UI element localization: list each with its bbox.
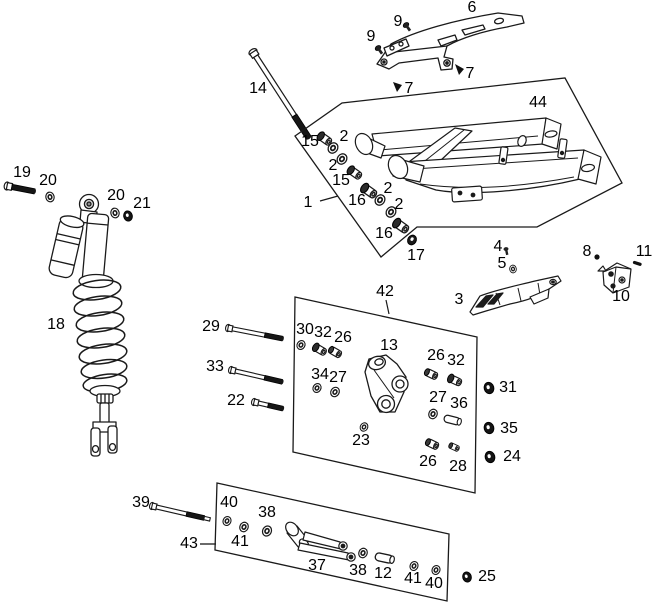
arrow-part-7-upper [455, 64, 464, 75]
leader-line-42 [385, 299, 390, 315]
bolt-part-33 [227, 365, 284, 385]
arrow-part-7-lower [393, 82, 402, 92]
washer-part-5 [508, 263, 518, 275]
link-box-43 [214, 482, 450, 602]
linkage-bracket-part-13 [364, 354, 409, 414]
screw-part-9-lower [374, 45, 384, 55]
washer-part-20b [109, 206, 121, 220]
screw-part-8 [594, 254, 600, 260]
chain-guard-part-6 [376, 12, 525, 71]
bolt-part-29 [224, 323, 284, 342]
pin-part-11 [632, 260, 642, 266]
nut-part-35 [482, 420, 496, 436]
bracket-part-10 [597, 262, 632, 294]
swingarm-part-1 [354, 117, 602, 203]
leader-line-1 [319, 195, 339, 202]
link-arm-part-37 [285, 521, 356, 562]
nut-part-31 [482, 380, 496, 396]
linkage-box-42 [292, 296, 478, 494]
bolt-part-22 [250, 397, 285, 412]
bolt-part-19 [3, 181, 36, 195]
nut-part-24 [483, 449, 497, 465]
nut-part-25 [461, 570, 473, 584]
chain-slider-part-3 [469, 275, 562, 316]
axle-bolt-part-14 [248, 48, 312, 140]
screw-part-4 [503, 247, 509, 256]
bolt-part-39 [148, 501, 212, 522]
nut-part-21 [122, 209, 134, 223]
screw-part-9-upper [402, 22, 412, 32]
frame-box-44 [294, 77, 623, 258]
washer-part-20a [44, 190, 56, 204]
shock-absorber-part-18 [48, 193, 128, 457]
